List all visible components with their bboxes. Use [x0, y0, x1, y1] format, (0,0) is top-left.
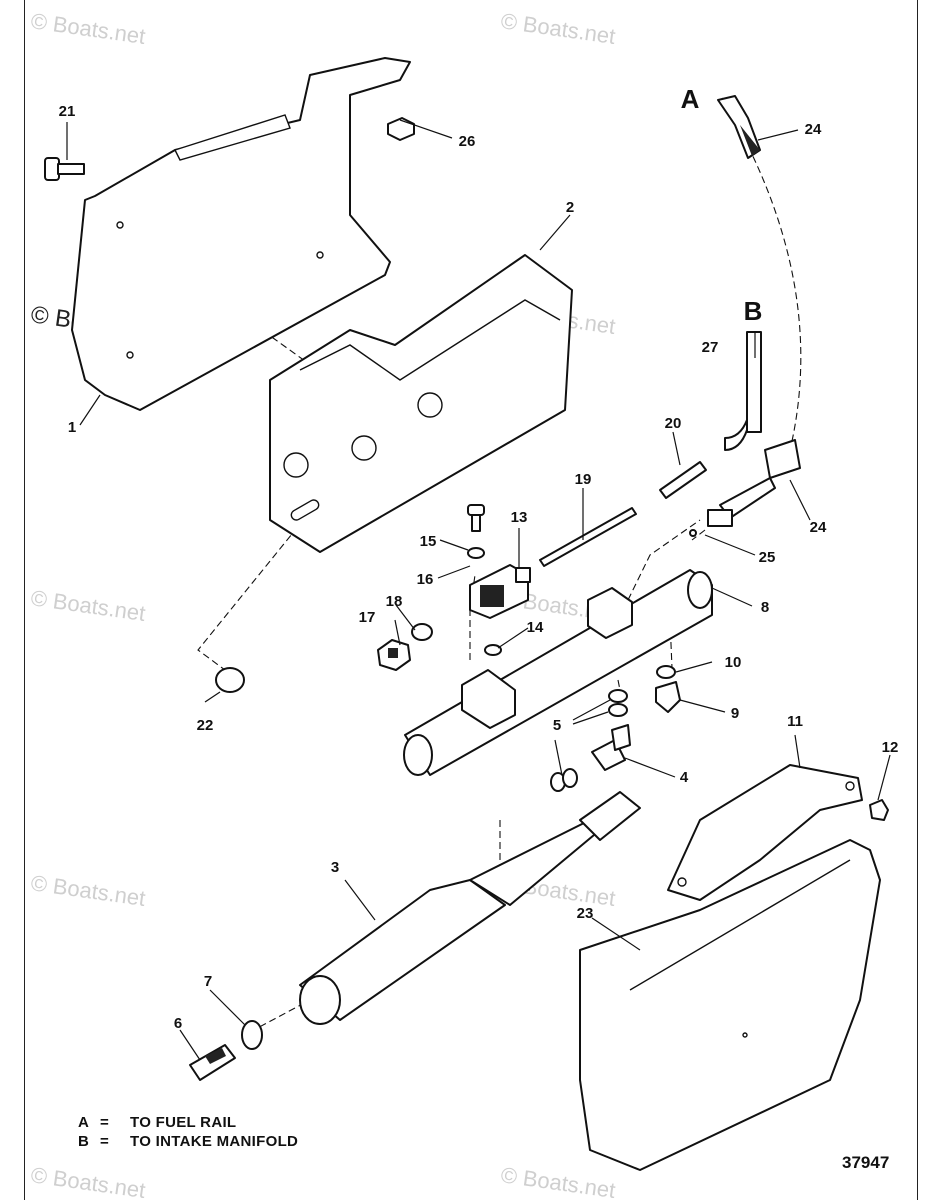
watermark: © Boats.net [29, 870, 147, 911]
part-24-hose-lower [719, 439, 801, 519]
legend-text: TO INTAKE MANIFOLD [130, 1133, 299, 1150]
part-27-hose [724, 331, 762, 451]
reference-number: 37947 [842, 1153, 890, 1172]
marker-a: A [681, 84, 700, 114]
callout-24-bottom: 24 [810, 519, 827, 536]
callout-12: 12 [882, 739, 899, 756]
callout-6: 6 [174, 1015, 182, 1032]
callout-8: 8 [761, 599, 769, 616]
callout-18: 18 [386, 593, 403, 610]
legend-key: A [78, 1114, 90, 1131]
callout-10: 10 [725, 654, 742, 671]
part-7-oring [241, 1020, 263, 1050]
watermark: © Boats.net [499, 8, 617, 49]
part-8-filter [403, 569, 713, 776]
callout-4: 4 [680, 769, 689, 786]
part-19-rod [539, 507, 637, 567]
part-15-bolt [467, 504, 485, 532]
callout-13: 13 [511, 509, 528, 526]
legend-text: TO FUEL RAIL [130, 1114, 237, 1131]
part-2-holder [269, 254, 573, 553]
callout-20: 20 [665, 415, 682, 432]
callout-5: 5 [553, 717, 561, 734]
part-20-fitting [659, 461, 707, 499]
callout-16: 16 [417, 571, 434, 588]
callout-14: 14 [527, 619, 544, 636]
callout-labels: 21 26 2 1 24 27 20 19 13 24 25 15 16 17 … [59, 84, 899, 1032]
callout-11: 11 [787, 713, 803, 730]
part-14-washer [484, 644, 502, 656]
callout-9: 9 [731, 705, 739, 722]
part-6-fitting [189, 1044, 236, 1081]
callout-3: 3 [331, 859, 339, 876]
part-26-nut [387, 117, 415, 141]
part-13-switch [469, 564, 531, 619]
watermark: © Boats.net [29, 8, 147, 49]
part-23-cover [579, 839, 881, 1171]
part-21-screw [44, 157, 85, 181]
part-17-nut [377, 639, 411, 671]
diagram-frame [24, 0, 918, 1200]
marker-b: B [744, 296, 763, 326]
callout-2: 2 [566, 199, 574, 216]
part-4-elbow [591, 724, 631, 771]
callout-26: 26 [459, 133, 476, 150]
leader-lines [66, 119, 891, 1061]
part-25-oring [689, 529, 697, 537]
callout-22: 22 [197, 717, 214, 734]
part-18-spacer [411, 623, 433, 641]
part-12-nut [869, 799, 889, 821]
callout-25: 25 [759, 549, 776, 566]
callout-15: 15 [420, 533, 437, 550]
part-3-fuel-pump [299, 791, 641, 1025]
part-9-fitting [655, 681, 681, 713]
part-5-orings [550, 689, 628, 792]
callout-7: 7 [204, 973, 212, 990]
legend-key: B [78, 1133, 90, 1150]
part-11-strap [667, 764, 863, 901]
watermark: © Boats.net [29, 1162, 147, 1200]
callout-1: 1 [68, 419, 76, 436]
watermark: © Boats.net [499, 1162, 617, 1200]
legend-row-b: B = TO INTAKE MANIFOLD [78, 1133, 298, 1150]
part-22-plug [215, 667, 245, 693]
part-24-tee [707, 509, 733, 527]
callout-24-top: 24 [805, 121, 822, 138]
part-10-oring [656, 665, 676, 679]
callout-27: 27 [702, 339, 719, 356]
legend-row-a: A = TO FUEL RAIL [78, 1114, 236, 1131]
part-16-washer [467, 547, 485, 559]
callout-23: 23 [577, 905, 594, 922]
part-1-bracket [71, 57, 411, 411]
legend-sep: = [100, 1114, 110, 1131]
watermark: © Boats.net [29, 585, 147, 626]
part-24-hose-fitting [717, 95, 761, 159]
callout-19: 19 [575, 471, 592, 488]
legend-sep: = [100, 1133, 110, 1150]
callout-17: 17 [359, 609, 376, 626]
callout-21: 21 [59, 103, 76, 120]
